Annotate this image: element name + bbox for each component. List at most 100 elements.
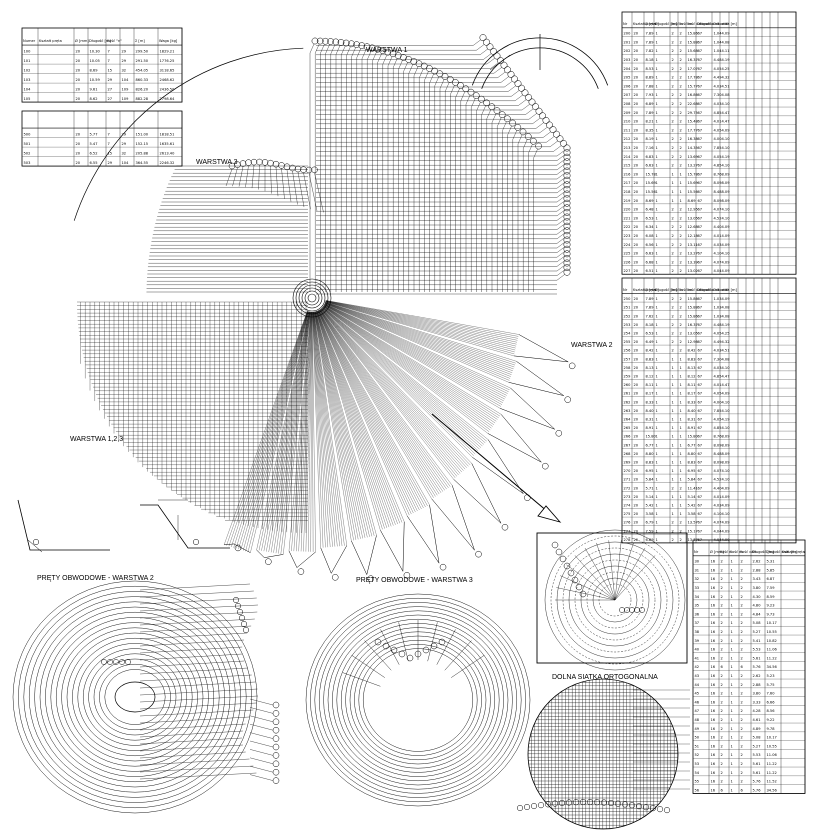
table-cell: 262 xyxy=(624,400,631,404)
mesh-boundary xyxy=(527,678,679,830)
table-cell: 8.13 xyxy=(646,366,654,370)
table-cell: 14.35 xyxy=(688,146,698,150)
bar-number-bubble xyxy=(272,718,280,726)
table-cell: 8.31 xyxy=(688,417,696,421)
table-cell: 15 xyxy=(108,152,113,156)
table-cell: 4.03 xyxy=(714,503,722,507)
bar-number-bubble xyxy=(563,153,571,161)
radial-bar-layer2 xyxy=(318,310,430,506)
table-cell: 13.05 xyxy=(688,216,698,220)
leader-line xyxy=(444,640,472,671)
table-cell: 16 xyxy=(711,700,716,704)
table-header-cell: Kształt pręta xyxy=(39,39,62,43)
table-cell: 1 xyxy=(731,577,733,581)
table-cell: 251 xyxy=(624,306,631,310)
table-cell: 67 xyxy=(698,503,703,507)
table-cell: 10.55 xyxy=(767,744,777,748)
bar-number-bubble xyxy=(555,548,563,556)
table-cell: 8.76 xyxy=(714,435,723,439)
bar-number-bubble xyxy=(337,39,345,46)
table-cell: 15.69 xyxy=(688,181,699,185)
table-cell: 35 xyxy=(695,604,700,608)
fan-bar xyxy=(139,772,257,780)
bar-number-bubble xyxy=(368,44,376,52)
table-cell: 7.30 xyxy=(714,357,723,361)
table-cell: 13.27 xyxy=(688,164,698,168)
table-cell: 2 xyxy=(741,621,743,625)
bar-fan-segment xyxy=(407,504,440,564)
table-cell: 1 xyxy=(656,76,658,80)
table-cell: 4.52 xyxy=(714,216,722,220)
inner-opening xyxy=(114,681,156,713)
table-cell: 44 xyxy=(695,683,700,687)
table-cell: 1 xyxy=(731,771,733,775)
bar-number-bubble xyxy=(559,555,567,563)
table-cell: 1 xyxy=(731,639,733,643)
bar-number-bubble xyxy=(125,659,131,665)
table-cell: 20 xyxy=(634,252,639,256)
radial-bar-layer2 xyxy=(296,311,312,552)
table-cell: 12.95 xyxy=(688,208,698,212)
radial-bar-layer2 xyxy=(315,311,370,537)
bar-leader xyxy=(249,707,274,714)
bar-number-bubble xyxy=(544,801,552,808)
table-cell: 1 xyxy=(731,656,733,660)
radial-bar-layer2 xyxy=(250,311,309,553)
table-cell: 217 xyxy=(624,181,631,185)
table-cell: 1 xyxy=(656,67,658,71)
table-cell: 826.20 xyxy=(136,88,149,92)
radial-bar-layer2 xyxy=(321,307,472,464)
table-cell: 22.68 xyxy=(688,102,699,106)
bar-number-bubble xyxy=(261,159,269,166)
table-cell: 55 xyxy=(695,780,700,784)
table-cell: 4.47 xyxy=(722,120,730,124)
leader-line xyxy=(380,629,400,665)
bar-leader xyxy=(556,241,566,249)
radial-bar-layer2 xyxy=(316,310,400,524)
table-cell: 20 xyxy=(634,435,639,439)
radial-bar-layer2 xyxy=(322,307,482,448)
table-header-cell: Nr xyxy=(694,550,699,554)
table-cell: 270 xyxy=(624,469,632,473)
bar-shape-cranked xyxy=(140,504,230,549)
bar-leader xyxy=(413,66,419,76)
table-cell: 1 xyxy=(656,120,658,124)
bar-number-bubble xyxy=(439,563,447,571)
table-cell: 1 xyxy=(656,349,658,353)
radial-bar-layer2 xyxy=(316,311,387,528)
table-cell: 2 xyxy=(672,243,674,247)
bar-number-bubble xyxy=(563,204,571,212)
fan-bar xyxy=(139,730,243,738)
bar-number-bubble xyxy=(568,362,576,370)
table-cell: 67 xyxy=(698,67,703,71)
table-cell: 20 xyxy=(634,323,639,327)
table-cell: 10.05 xyxy=(90,59,100,63)
table-cell: 1 xyxy=(680,435,682,439)
outer-boundary-arc xyxy=(73,47,304,221)
table-cell: 1 xyxy=(672,366,674,370)
radial-bar-layer2 xyxy=(323,305,498,420)
table-cell: 8.83 xyxy=(646,460,654,464)
detail-hoop xyxy=(550,535,680,665)
table-cell: 1 xyxy=(672,409,674,413)
bar-leader xyxy=(556,205,566,212)
table-cell: 201 xyxy=(624,40,631,44)
table-cell: 15.56 xyxy=(646,190,657,194)
table-cell: 67 xyxy=(698,164,703,168)
table-cell: 2 xyxy=(741,727,743,731)
table-cell: 204 xyxy=(624,67,632,71)
table-cell: 4.10 xyxy=(722,400,731,404)
table-cell: 1829.21 xyxy=(160,50,175,54)
radial-bar-layer2 xyxy=(325,300,518,343)
table-cell: 6.51 xyxy=(646,269,654,273)
table-cell: 20 xyxy=(634,349,639,353)
table-cell: 67 xyxy=(698,314,703,318)
table-header-cell: Ilość n xyxy=(671,22,683,26)
table-cell: 8.09 xyxy=(714,460,723,464)
table-cell: 67 xyxy=(698,426,703,430)
radial-bar-layer2 xyxy=(324,304,505,400)
table-cell: 2 xyxy=(721,595,723,599)
radial-bar-layer2 xyxy=(324,304,506,398)
bar-leader xyxy=(491,113,497,123)
